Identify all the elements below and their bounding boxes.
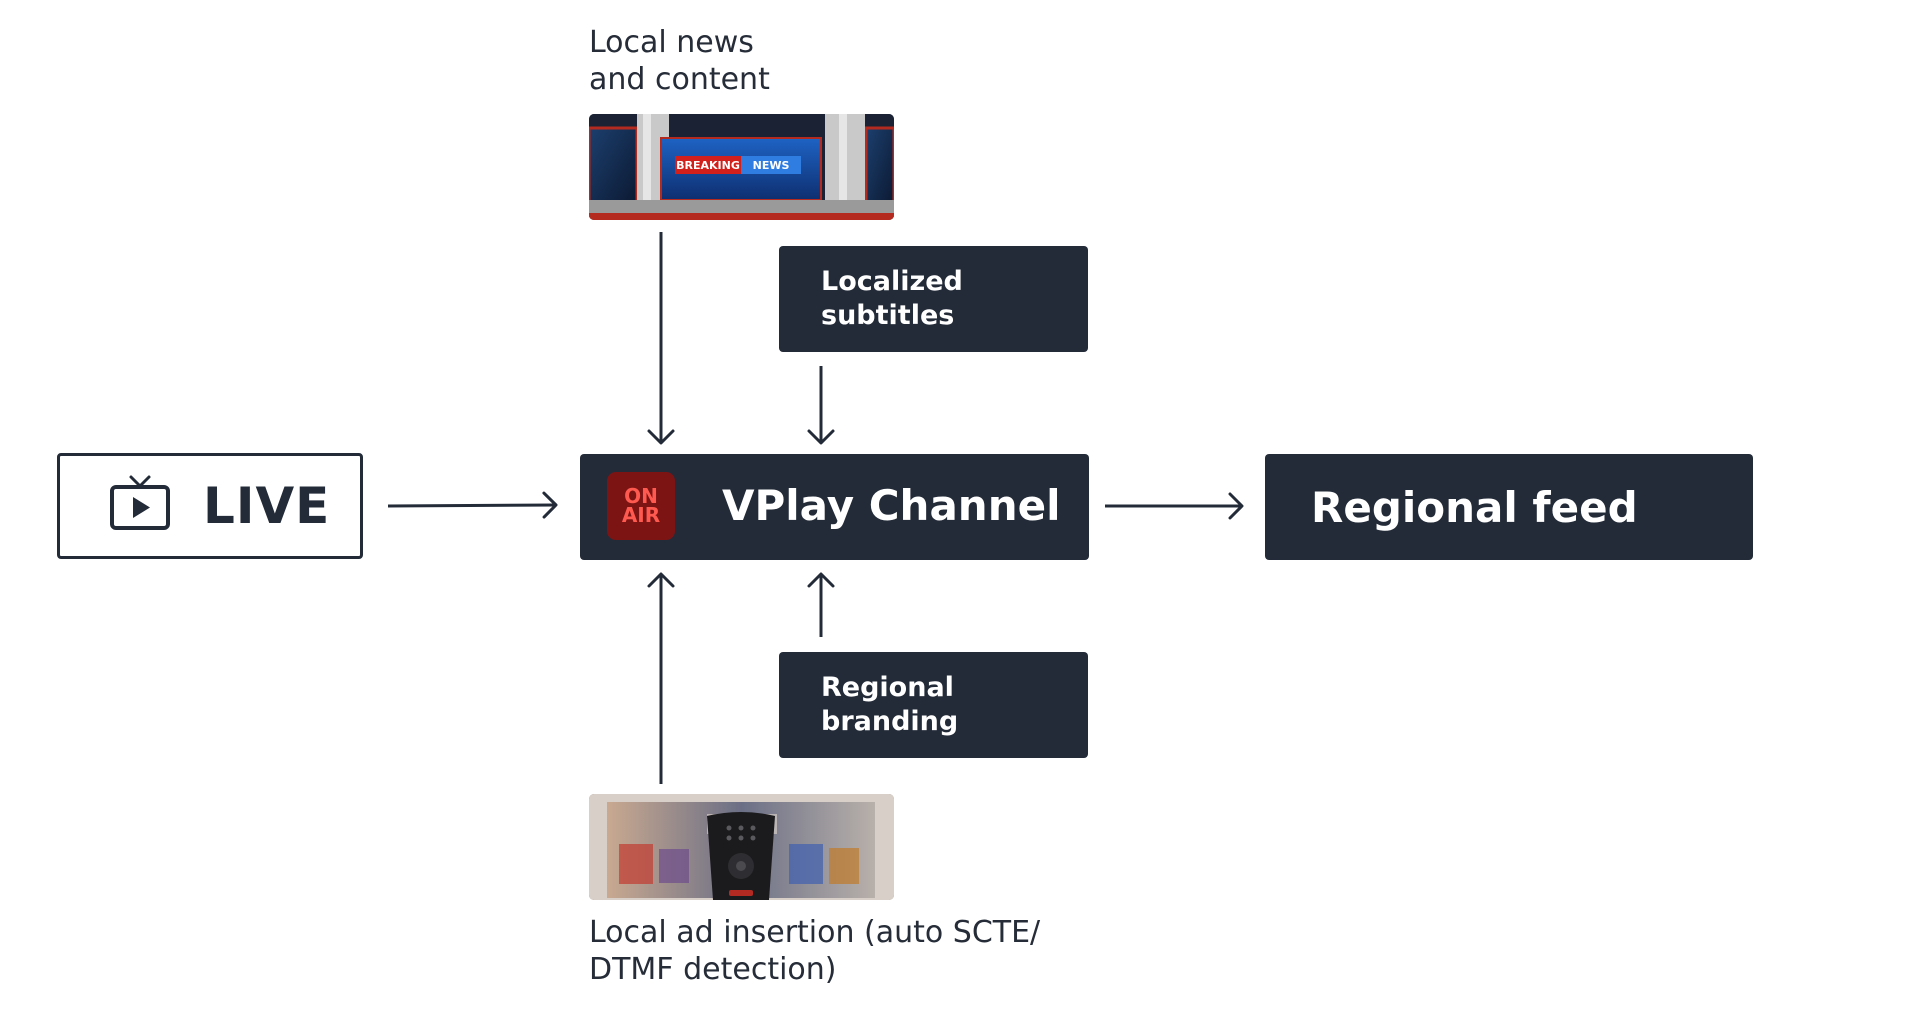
tv-play-icon [110,475,170,530]
vplay-channel-box: ON AIR VPlay Channel [580,454,1089,560]
on-air-badge-line1: ON [624,484,658,508]
live-source-box: LIVE [57,453,363,559]
live-label: LIVE [203,477,331,535]
regional-feed-box: Regional feed [1265,454,1753,560]
thumb-breaking-text: BREAKING [676,159,740,172]
arrow-live-to-channel [387,491,558,519]
channel-title: VPlay Channel [722,481,1061,530]
news-studio-illustration: BREAKING NEWS [589,114,894,220]
on-air-badge-icon: ON AIR [607,472,675,540]
local-ad-insertion-image [589,794,894,900]
localized-subtitles-box: Localized subtitles [779,246,1088,352]
localized-subtitles-label: Localized subtitles [821,266,963,331]
remote-control-illustration [589,794,894,900]
thumb-news-text: NEWS [753,159,790,172]
regional-branding-box: Regional branding [779,652,1088,758]
local-ad-insertion-caption: Local ad insertion (auto SCTE/ DTMF dete… [589,915,1041,987]
local-news-caption: Local news and content [589,25,770,97]
regional-branding-label: Regional branding [821,672,959,737]
local-news-image: BREAKING NEWS [589,114,894,220]
on-air-badge-line2: AIR [621,503,661,527]
regional-feed-title: Regional feed [1311,483,1638,532]
